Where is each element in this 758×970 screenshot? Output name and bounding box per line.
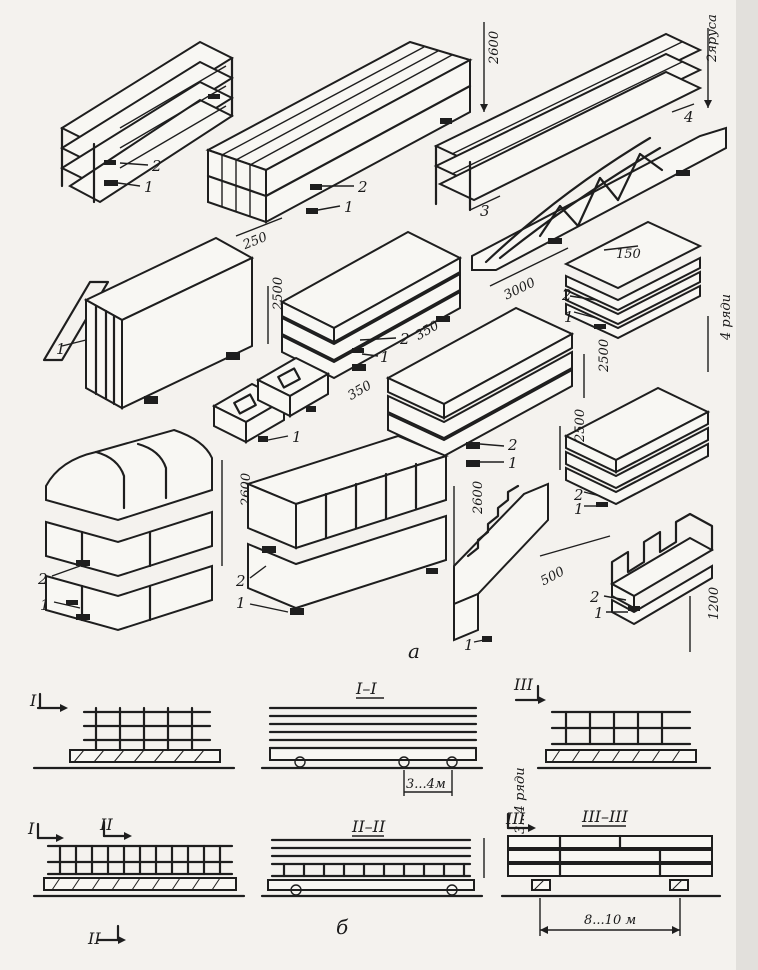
section-mark-II: II bbox=[99, 815, 113, 834]
stair-flight-stack bbox=[609, 512, 715, 626]
dim-2500-plates: 2500 bbox=[271, 277, 286, 311]
plate-stack-upper bbox=[279, 230, 463, 380]
label-2-tbeams: 2 bbox=[151, 157, 162, 175]
dim-150: 150 bbox=[616, 247, 641, 262]
label-2-foundation: 2 bbox=[235, 572, 246, 590]
part-label-b: б bbox=[336, 915, 349, 939]
label-1-vault: 1 bbox=[40, 596, 50, 614]
label-3-truss: 3 bbox=[480, 202, 490, 220]
label-1-smallslab: 1 bbox=[564, 308, 574, 326]
label-1-longbeams: 1 bbox=[344, 198, 354, 216]
dim-2600-wall: 2600 bbox=[471, 481, 486, 515]
section-III-III bbox=[500, 834, 722, 898]
stepped-wall-panels bbox=[453, 482, 549, 642]
section-I-I bbox=[260, 706, 484, 770]
label-1-stepped: 1 bbox=[464, 636, 474, 654]
section-mark-I-bottom: I bbox=[27, 819, 35, 838]
dim-1200: 1200 bbox=[707, 587, 722, 620]
dim-2500-mid: 2500 bbox=[597, 339, 612, 373]
label-2-smallslab: 2 bbox=[561, 286, 572, 304]
label-1-tbeams: 1 bbox=[144, 178, 154, 196]
section-title-II-II: II–II bbox=[351, 817, 386, 836]
dim-350-a: 350 bbox=[345, 378, 374, 403]
label-4-truss: 4 bbox=[683, 108, 694, 126]
page-edge bbox=[736, 0, 758, 970]
label-1-rightplates: 1 bbox=[574, 500, 584, 518]
label-2-midplates: 2 bbox=[507, 436, 518, 454]
dim-2500-small: 2500 bbox=[573, 409, 588, 443]
section-III bbox=[536, 710, 712, 770]
dim-500: 500 bbox=[538, 564, 567, 589]
part-label-a: а bbox=[408, 639, 420, 663]
tbeam-stack bbox=[59, 40, 235, 204]
section-mark-III: III bbox=[513, 675, 534, 694]
small-blocks bbox=[211, 356, 331, 444]
label-1-stairs: 1 bbox=[594, 604, 604, 622]
dim-2yarusa: 2яруса bbox=[705, 14, 720, 63]
dim-3-4ryadi: 3...4 ряди bbox=[513, 767, 528, 834]
label-1-blocks: 1 bbox=[292, 428, 302, 446]
foundation-block-stack bbox=[245, 434, 449, 615]
dim-4ryadi: 4 ряди bbox=[719, 294, 734, 341]
section-mark-I: I bbox=[29, 691, 37, 710]
section-I-II-plan bbox=[32, 844, 246, 898]
label-2-plates: 2 bbox=[399, 330, 410, 348]
label-2-stairs: 2 bbox=[589, 588, 600, 606]
label-1-midplates: 1 bbox=[508, 454, 518, 472]
label-1-panels: 1 bbox=[56, 340, 66, 358]
dim-2600-beams: 2600 bbox=[487, 31, 502, 65]
label-1-plates: 1 bbox=[380, 348, 390, 366]
plate-stack-middle bbox=[385, 306, 575, 467]
label-2-rightplates: 2 bbox=[573, 486, 584, 504]
section-title-I-I: I–I bbox=[355, 679, 377, 698]
plate-stack-right bbox=[563, 386, 711, 507]
truss-stack bbox=[433, 32, 727, 271]
long-beam-stack bbox=[205, 40, 473, 224]
label-2-longbeams: 2 bbox=[357, 178, 368, 196]
section-title-III-III: III–III bbox=[581, 807, 629, 826]
wall-panel-stack bbox=[42, 236, 255, 410]
label-2-vault: 2 bbox=[37, 570, 48, 588]
section-II-II bbox=[260, 838, 484, 898]
small-slab-stack bbox=[563, 220, 703, 340]
dim-3-4m: 3...4м bbox=[406, 777, 446, 792]
section-I bbox=[32, 706, 236, 770]
section-mark-II-bottom: II bbox=[87, 929, 101, 948]
label-1-foundation: 1 bbox=[236, 594, 246, 612]
section-mark-III-bottom: III bbox=[505, 809, 526, 828]
dim-8-10m: 8...10 м bbox=[584, 913, 636, 928]
vault-block-stack bbox=[45, 428, 213, 632]
dim-3000: 3000 bbox=[502, 275, 538, 303]
